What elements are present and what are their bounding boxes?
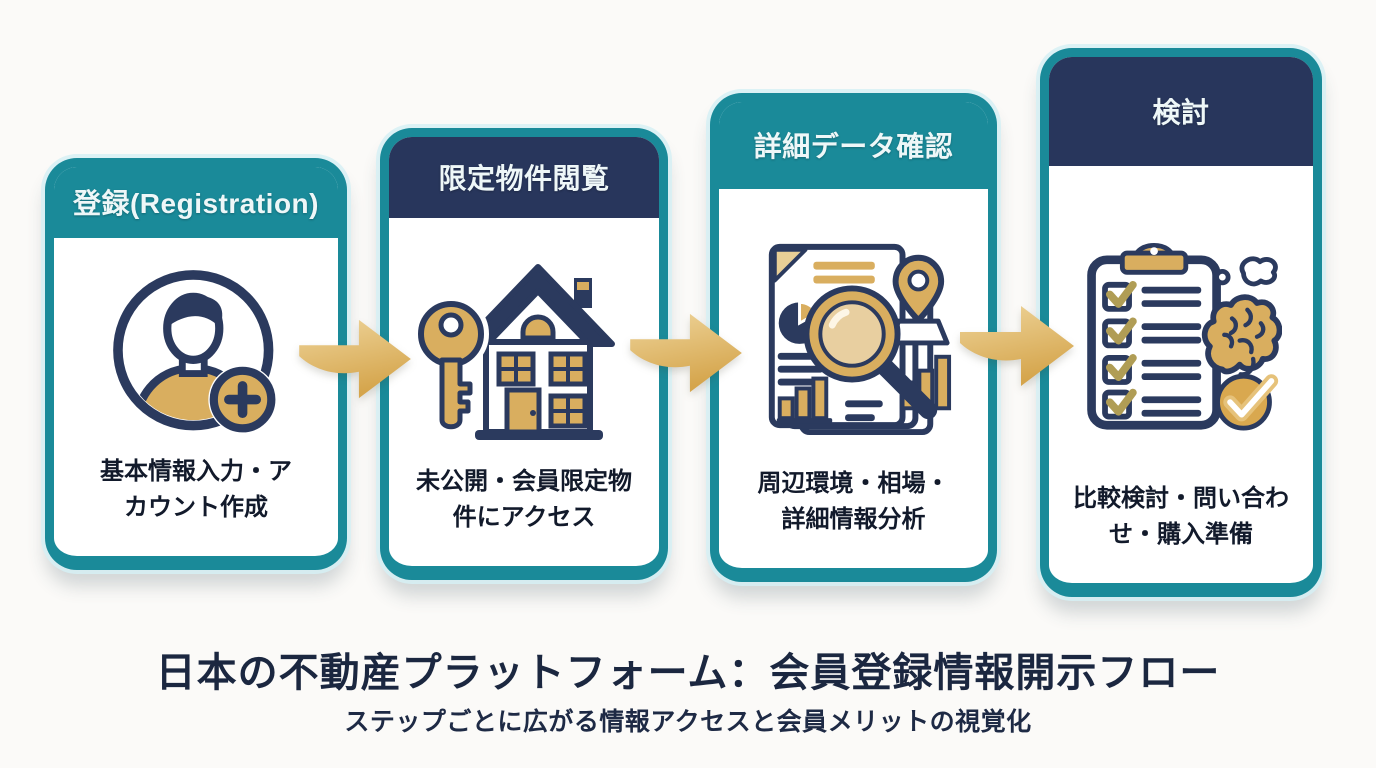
step-card-registration: 登録(Registration) 基本情報入力・アカウント — [45, 158, 347, 570]
step-header: 詳細データ確認 — [719, 102, 988, 189]
step-body: 比較検討・問い合わせ・購入準備 — [1049, 166, 1313, 583]
step-body: 未公開・会員限定物件にアクセス — [389, 218, 659, 566]
step-title: 登録(Registration) — [72, 188, 319, 219]
arrow-right-icon — [627, 306, 747, 400]
arrow-right-icon — [957, 298, 1079, 394]
step-title: 検討 — [1152, 97, 1210, 128]
page-title: 日本の不動産プラットフォーム：会員登録情報開示フロー — [155, 651, 1221, 695]
arrow-right-icon — [296, 312, 416, 406]
step-description: 基本情報入力・アカウント作成 — [100, 458, 292, 521]
page-subtitle: ステップごとに広がる情報アクセスと会員メリットの視覚化 — [344, 708, 1032, 736]
user-plus-icon — [107, 252, 285, 454]
step-title: 詳細データ確認 — [753, 131, 954, 162]
step-header: 検討 — [1049, 57, 1313, 166]
step-card-consideration: 検討 — [1040, 48, 1322, 597]
key-house-icon — [409, 232, 639, 464]
step-card-detail-data: 詳細データ確認 — [710, 93, 997, 582]
step-body: 基本情報入力・アカウント作成 — [54, 238, 338, 556]
step-title: 限定物件閲覧 — [438, 163, 610, 194]
step-description: 比較検討・問い合わせ・購入準備 — [1073, 485, 1289, 548]
step-description: 周辺環境・相場・詳細情報分析 — [757, 470, 950, 533]
clipboard-brain-icon — [1080, 180, 1282, 481]
step-header: 登録(Registration) — [54, 167, 338, 238]
step-description: 未公開・会員限定物件にアクセス — [416, 468, 632, 531]
step-header: 限定物件閲覧 — [389, 137, 659, 218]
document-magnifier-icon — [750, 203, 958, 466]
step-body: 周辺環境・相場・詳細情報分析 — [719, 189, 988, 568]
step-card-exclusive-listings: 限定物件閲覧 — [380, 128, 668, 580]
